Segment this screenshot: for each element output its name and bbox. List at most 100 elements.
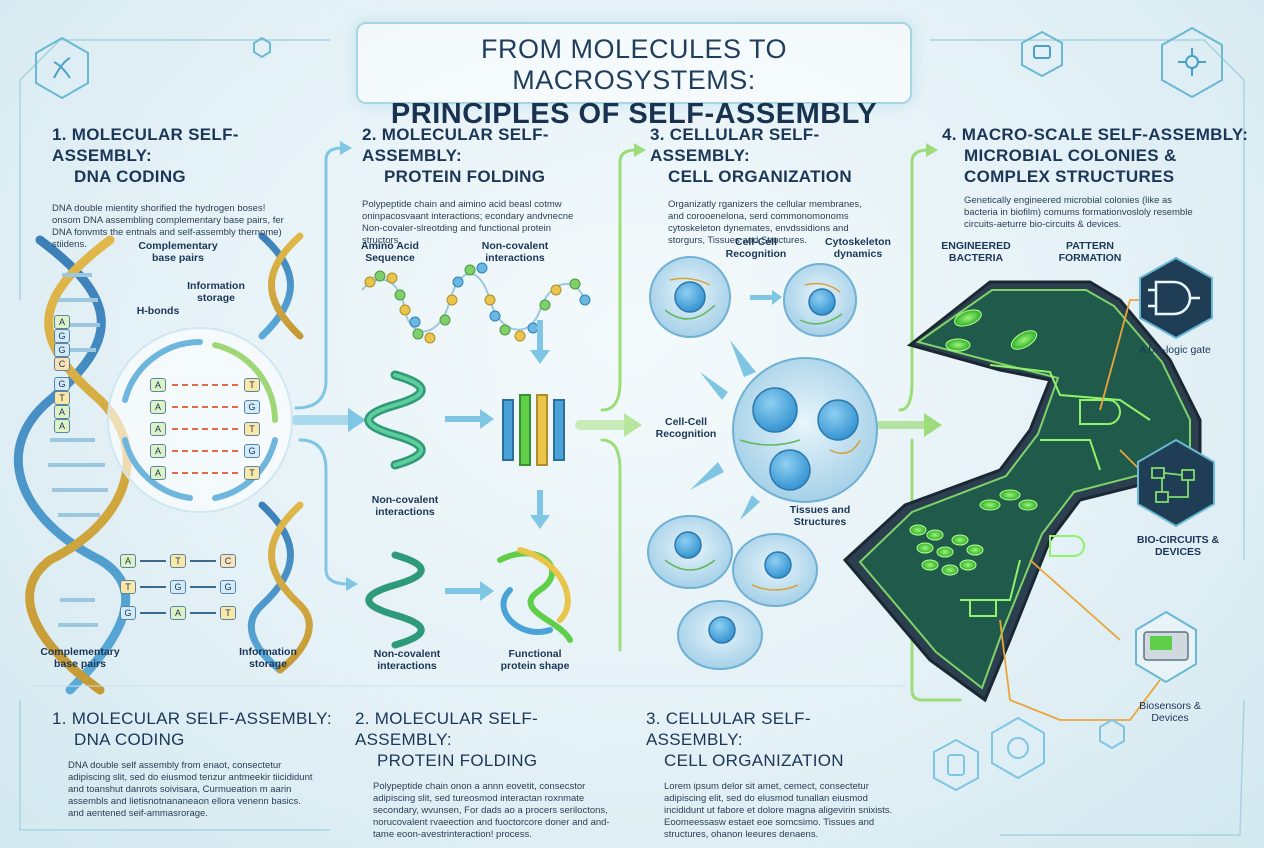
- section-macro-title-2: MICROBIAL COLONIES &: [964, 146, 1177, 165]
- label-engineered-bacteria: ENGINEERED BACTERIA: [941, 240, 1011, 264]
- label-biosensors: Biosensors & Devices: [1139, 700, 1201, 724]
- base-letter: A: [150, 378, 166, 392]
- bottom-protein-title-1: 2. MOLECULAR SELF-ASSEMBLY:: [355, 709, 539, 749]
- label-complementary-bottom: Complementary base pairs: [40, 646, 120, 670]
- bottom-dna-desc: DNA double self assembly from enaot, con…: [68, 760, 313, 819]
- section-cell-title-1: 3. CELLULAR SELF-ASSEMBLY:: [650, 125, 820, 165]
- base-letter: A: [120, 554, 136, 568]
- base-letter: T: [170, 554, 186, 568]
- label-functional: Functional protein shape: [500, 648, 570, 672]
- link-dash: [190, 612, 216, 614]
- section-macro-title-3: COMPLEX STRUCTURES: [964, 167, 1175, 186]
- hbond-dash: [172, 406, 238, 408]
- section-cell-desc: Organizatly rganizers the cellular membr…: [668, 199, 862, 246]
- title-line-1: FROM MOLECULES TO MACROSYSTEMS:: [480, 34, 788, 95]
- section-protein-title-2: PROTEIN FOLDING: [384, 167, 546, 186]
- bottom-dna-title-1: 1. MOLECULAR SELF-ASSEMBLY:: [52, 709, 332, 728]
- section-dna: 1. MOLECULAR SELF-ASSEMBLY: DNA CODING D…: [52, 124, 327, 251]
- base-letter: T: [244, 466, 260, 480]
- label-bio-circuits: BIO-CIRCUITS & DEVICES: [1136, 534, 1220, 558]
- base-letter: G: [220, 580, 236, 594]
- label-pattern-formation: PATTERN FORMATION: [1058, 240, 1122, 264]
- section-macro: 4. MACRO-SCALE SELF-ASSEMBLY: MICROBIAL …: [942, 124, 1252, 231]
- section-cell: 3. CELLULAR SELF-ASSEMBLY: CELL ORGANIZA…: [650, 124, 910, 247]
- helix-letter: A: [54, 405, 70, 419]
- label-cytoskeleton: Cytoskeleton dynamics: [825, 236, 891, 260]
- section-dna-title-1: 1. MOLECULAR SELF-ASSEMBLY:: [52, 125, 239, 165]
- label-noncovalent-bottom: Non-covalent interactions: [373, 648, 441, 672]
- hbond-dash: [172, 428, 238, 430]
- label-amino-acid: Amino Acid Sequence: [361, 240, 419, 264]
- section-dna-desc: DNA double mientity shorified the hydrog…: [52, 203, 284, 250]
- helix-letter: C: [54, 357, 70, 371]
- helix-letter: A: [54, 419, 70, 433]
- section-protein-title-1: 2. MOLECULAR SELF-ASSEMBLY:: [362, 125, 549, 165]
- base-letter: G: [120, 606, 136, 620]
- base-letter: A: [170, 606, 186, 620]
- base-letter: T: [120, 580, 136, 594]
- label-hbonds: H-bonds: [136, 305, 180, 317]
- bottom-cell-title-1: 3. CELLULAR SELF-ASSEMBLY:: [646, 709, 811, 749]
- helix-letter: A: [54, 315, 70, 329]
- section-protein: 2. MOLECULAR SELF-ASSEMBLY: PROTEIN FOLD…: [362, 124, 622, 247]
- title-panel: FROM MOLECULES TO MACROSYSTEMS: PRINCIPL…: [356, 22, 912, 130]
- label-bio-logic-gate: A bio-logic gate: [1139, 344, 1211, 356]
- bottom-protein-title-2: PROTEIN FOLDING: [377, 751, 538, 770]
- base-letter: A: [150, 444, 166, 458]
- bottom-dna-title-2: DNA CODING: [74, 730, 185, 749]
- label-noncovalent-top: Non-covalent interactions: [481, 240, 549, 264]
- bottom-protein: 2. MOLECULAR SELF-ASSEMBLY: PROTEIN FOLD…: [355, 708, 630, 841]
- link-dash: [140, 612, 166, 614]
- bottom-protein-desc: Polypeptide chain onon a annn eovetit, c…: [373, 781, 610, 840]
- base-letter: A: [150, 466, 166, 480]
- helix-letter: G: [54, 329, 70, 343]
- link-dash: [190, 586, 216, 588]
- section-dna-title-2: DNA CODING: [74, 167, 186, 186]
- label-noncovalent-mid: Non-covalent interactions: [371, 494, 439, 518]
- base-letter: G: [244, 400, 260, 414]
- section-macro-desc: Genetically engineered microbial colonie…: [964, 195, 1193, 230]
- bottom-cell: 3. CELLULAR SELF-ASSEMBLY: CELL ORGANIZA…: [646, 708, 906, 841]
- base-letter: G: [170, 580, 186, 594]
- link-dash: [140, 560, 166, 562]
- helix-letter: T: [54, 391, 70, 405]
- label-cell-recognition-top: Cell-Cell Recognition: [725, 236, 787, 260]
- base-letter: T: [220, 606, 236, 620]
- base-letter: C: [220, 554, 236, 568]
- base-letter: A: [150, 400, 166, 414]
- link-dash: [140, 586, 166, 588]
- base-letter: T: [244, 422, 260, 436]
- label-information-top: Information storage: [187, 280, 245, 304]
- label-information-bottom: Information storage: [239, 646, 297, 670]
- bottom-dna: 1. MOLECULAR SELF-ASSEMBLY: DNA CODING D…: [52, 708, 332, 820]
- bottom-cell-desc: Lorem ipsum delor sit amet, cemect, cons…: [664, 781, 893, 840]
- section-protein-desc: Polypeptide chain and aimino acid beasl …: [362, 199, 574, 246]
- base-letter: A: [150, 422, 166, 436]
- hbond-dash: [172, 472, 238, 474]
- base-letter: T: [244, 378, 260, 392]
- section-cell-title-2: CELL ORGANIZATION: [668, 167, 852, 186]
- link-dash: [190, 560, 216, 562]
- bottom-cell-title-2: CELL ORGANIZATION: [664, 751, 844, 770]
- label-cell-recognition-mid: Cell-Cell Recognition: [655, 416, 717, 440]
- hbond-dash: [172, 384, 238, 386]
- hbond-dash: [172, 450, 238, 452]
- helix-letter: G: [54, 343, 70, 357]
- section-macro-title-1: 4. MACRO-SCALE SELF-ASSEMBLY:: [942, 125, 1249, 144]
- label-tissues: Tissues and Structures: [789, 504, 851, 528]
- base-letter: G: [244, 444, 260, 458]
- helix-letter: G: [54, 377, 70, 391]
- title-line-2: PRINCIPLES OF SELF-ASSEMBLY: [390, 98, 878, 130]
